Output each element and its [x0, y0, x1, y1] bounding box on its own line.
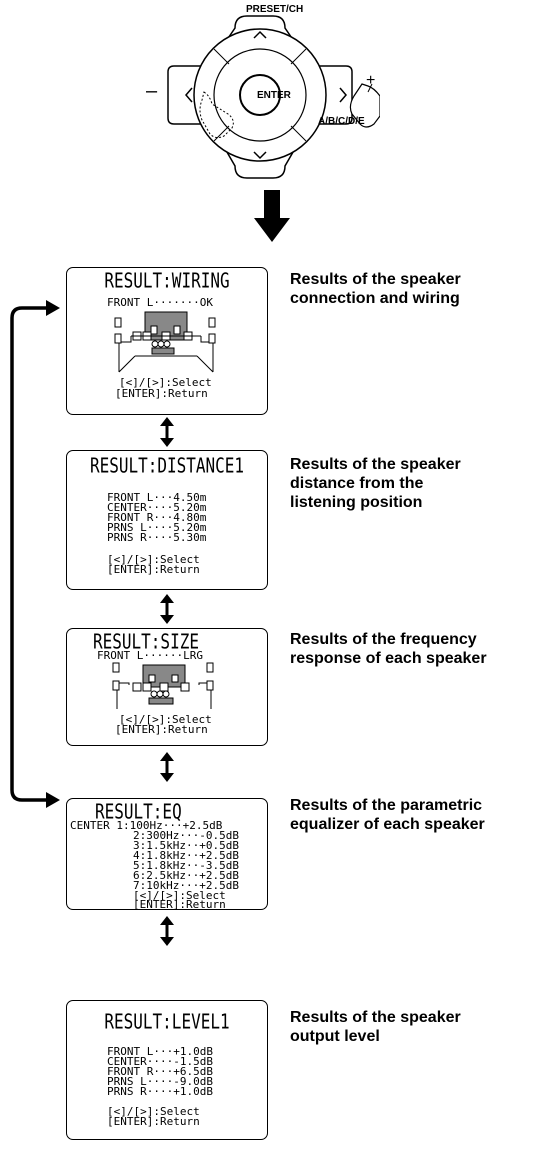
- screen-line: FRONT L···4.50m: [107, 491, 207, 504]
- screen-line: 3:1.5kHz··+0.5dB: [133, 839, 239, 852]
- caption-line: Results of the speaker: [290, 271, 461, 288]
- double-arrow-icon: [160, 916, 174, 946]
- remote-control-pad: PRESET/CH ENTER A/B/C/D/E – +: [140, 0, 380, 190]
- screen-footer-return: [ENTER]:Return: [107, 1115, 200, 1128]
- screen-eq: RESULT:EQ CENTER 1:100Hz···+2.5dB 2:300H…: [66, 798, 268, 910]
- screen-line: 2:300Hz···-0.5dB: [133, 829, 239, 842]
- screen-footer-return: [ENTER]:Return: [133, 898, 226, 911]
- caption-level: Results of the speaker output level: [290, 1008, 540, 1046]
- abcde-label: A/B/C/D/E: [318, 116, 365, 127]
- screen-line: CENTER····-1.5dB: [107, 1055, 213, 1068]
- down-arrow-icon: [254, 190, 290, 242]
- screen-line: CENTER····5.20m: [107, 501, 207, 514]
- screen-line: PRNS L····-9.0dB: [107, 1075, 213, 1088]
- caption-line: Results of the parametric: [290, 797, 483, 814]
- screen-title: RESULT:DISTANCE1: [89, 453, 245, 478]
- screen-line: FRONT L······LRG: [97, 649, 203, 662]
- screen-footer-return: [ENTER]:Return: [107, 563, 200, 576]
- caption-line: response of each speaker: [290, 650, 487, 667]
- double-arrow-icon: [160, 594, 174, 624]
- caption-line: Results of the speaker: [290, 1009, 461, 1026]
- screen-line: PRNS R····5.30m: [107, 531, 207, 544]
- loop-arrow-icon: [10, 300, 60, 808]
- screen-title: RESULT:SIZE: [93, 629, 199, 654]
- speaker-layout-icon: [114, 311, 216, 373]
- screen-level: RESULT:LEVEL1 FRONT L···+1.0dB CENTER···…: [66, 1000, 268, 1140]
- caption-eq: Results of the parametric equalizer of e…: [290, 796, 540, 834]
- screen-footer-select: [<]/[>]:Select: [133, 889, 226, 902]
- caption-line: listening position: [290, 494, 423, 511]
- screen-line: 5:1.8kHz··-3.5dB: [133, 859, 239, 872]
- double-arrow-icon: [160, 752, 174, 782]
- screen-footer-select: [<]/[>]:Select: [107, 1105, 200, 1118]
- screen-line: 4:1.8kHz··+2.5dB: [133, 849, 239, 862]
- caption-line: distance from the: [290, 475, 424, 492]
- screen-line: FRONT R···4.80m: [107, 511, 207, 524]
- screen-footer-select: [<]/[>]:Select: [107, 553, 200, 566]
- screen-line: 7:10kHz···+2.5dB: [133, 879, 239, 892]
- caption-line: equalizer of each speaker: [290, 816, 485, 833]
- caption-line: output level: [290, 1028, 380, 1045]
- caption-line: connection and wiring: [290, 290, 460, 307]
- caption-line: Results of the speaker: [290, 456, 461, 473]
- enter-button[interactable]: ENTER: [257, 90, 291, 101]
- caption-line: Results of the frequency: [290, 631, 477, 648]
- screen-size: RESULT:SIZE FRONT L······LRG [<]/[>]:Sel…: [66, 628, 268, 746]
- caption-distance: Results of the speaker distance from the…: [290, 455, 540, 512]
- screen-line: FRONT L···+1.0dB: [107, 1045, 213, 1058]
- screen-title: RESULT:WIRING: [104, 268, 230, 293]
- screen-footer-select: [<]/[>]:Select: [119, 376, 212, 389]
- screen-line: PRNS R····+1.0dB: [107, 1085, 213, 1098]
- screen-title: RESULT:LEVEL1: [104, 1009, 230, 1034]
- caption-size: Results of the frequency response of eac…: [290, 630, 540, 668]
- screen-line: CENTER 1:100Hz···+2.5dB: [70, 819, 223, 832]
- screen-footer-return: [ENTER]:Return: [115, 723, 208, 736]
- double-arrow-icon: [160, 417, 174, 447]
- screen-line: FRONT L·······OK: [107, 296, 213, 309]
- screen-wiring: RESULT:WIRING FRONT L·······OK [<]/[>]:S…: [66, 267, 268, 415]
- screen-footer-select: [<]/[>]:Select: [119, 713, 212, 726]
- plus-sign: +: [366, 72, 376, 89]
- speaker-layout-icon: [112, 662, 214, 709]
- screen-distance: RESULT:DISTANCE1 FRONT L···4.50m CENTER·…: [66, 450, 268, 590]
- screen-title: RESULT:EQ: [95, 799, 182, 824]
- screen-line: 6:2.5kHz··+2.5dB: [133, 869, 239, 882]
- preset-ch-label: PRESET/CH: [246, 4, 304, 15]
- screen-line: FRONT R···+6.5dB: [107, 1065, 213, 1078]
- minus-sign: –: [146, 80, 158, 102]
- screen-footer-return: [ENTER]:Return: [115, 387, 208, 400]
- caption-wiring: Results of the speaker connection and wi…: [290, 270, 540, 308]
- screen-line: PRNS L····5.20m: [107, 521, 207, 534]
